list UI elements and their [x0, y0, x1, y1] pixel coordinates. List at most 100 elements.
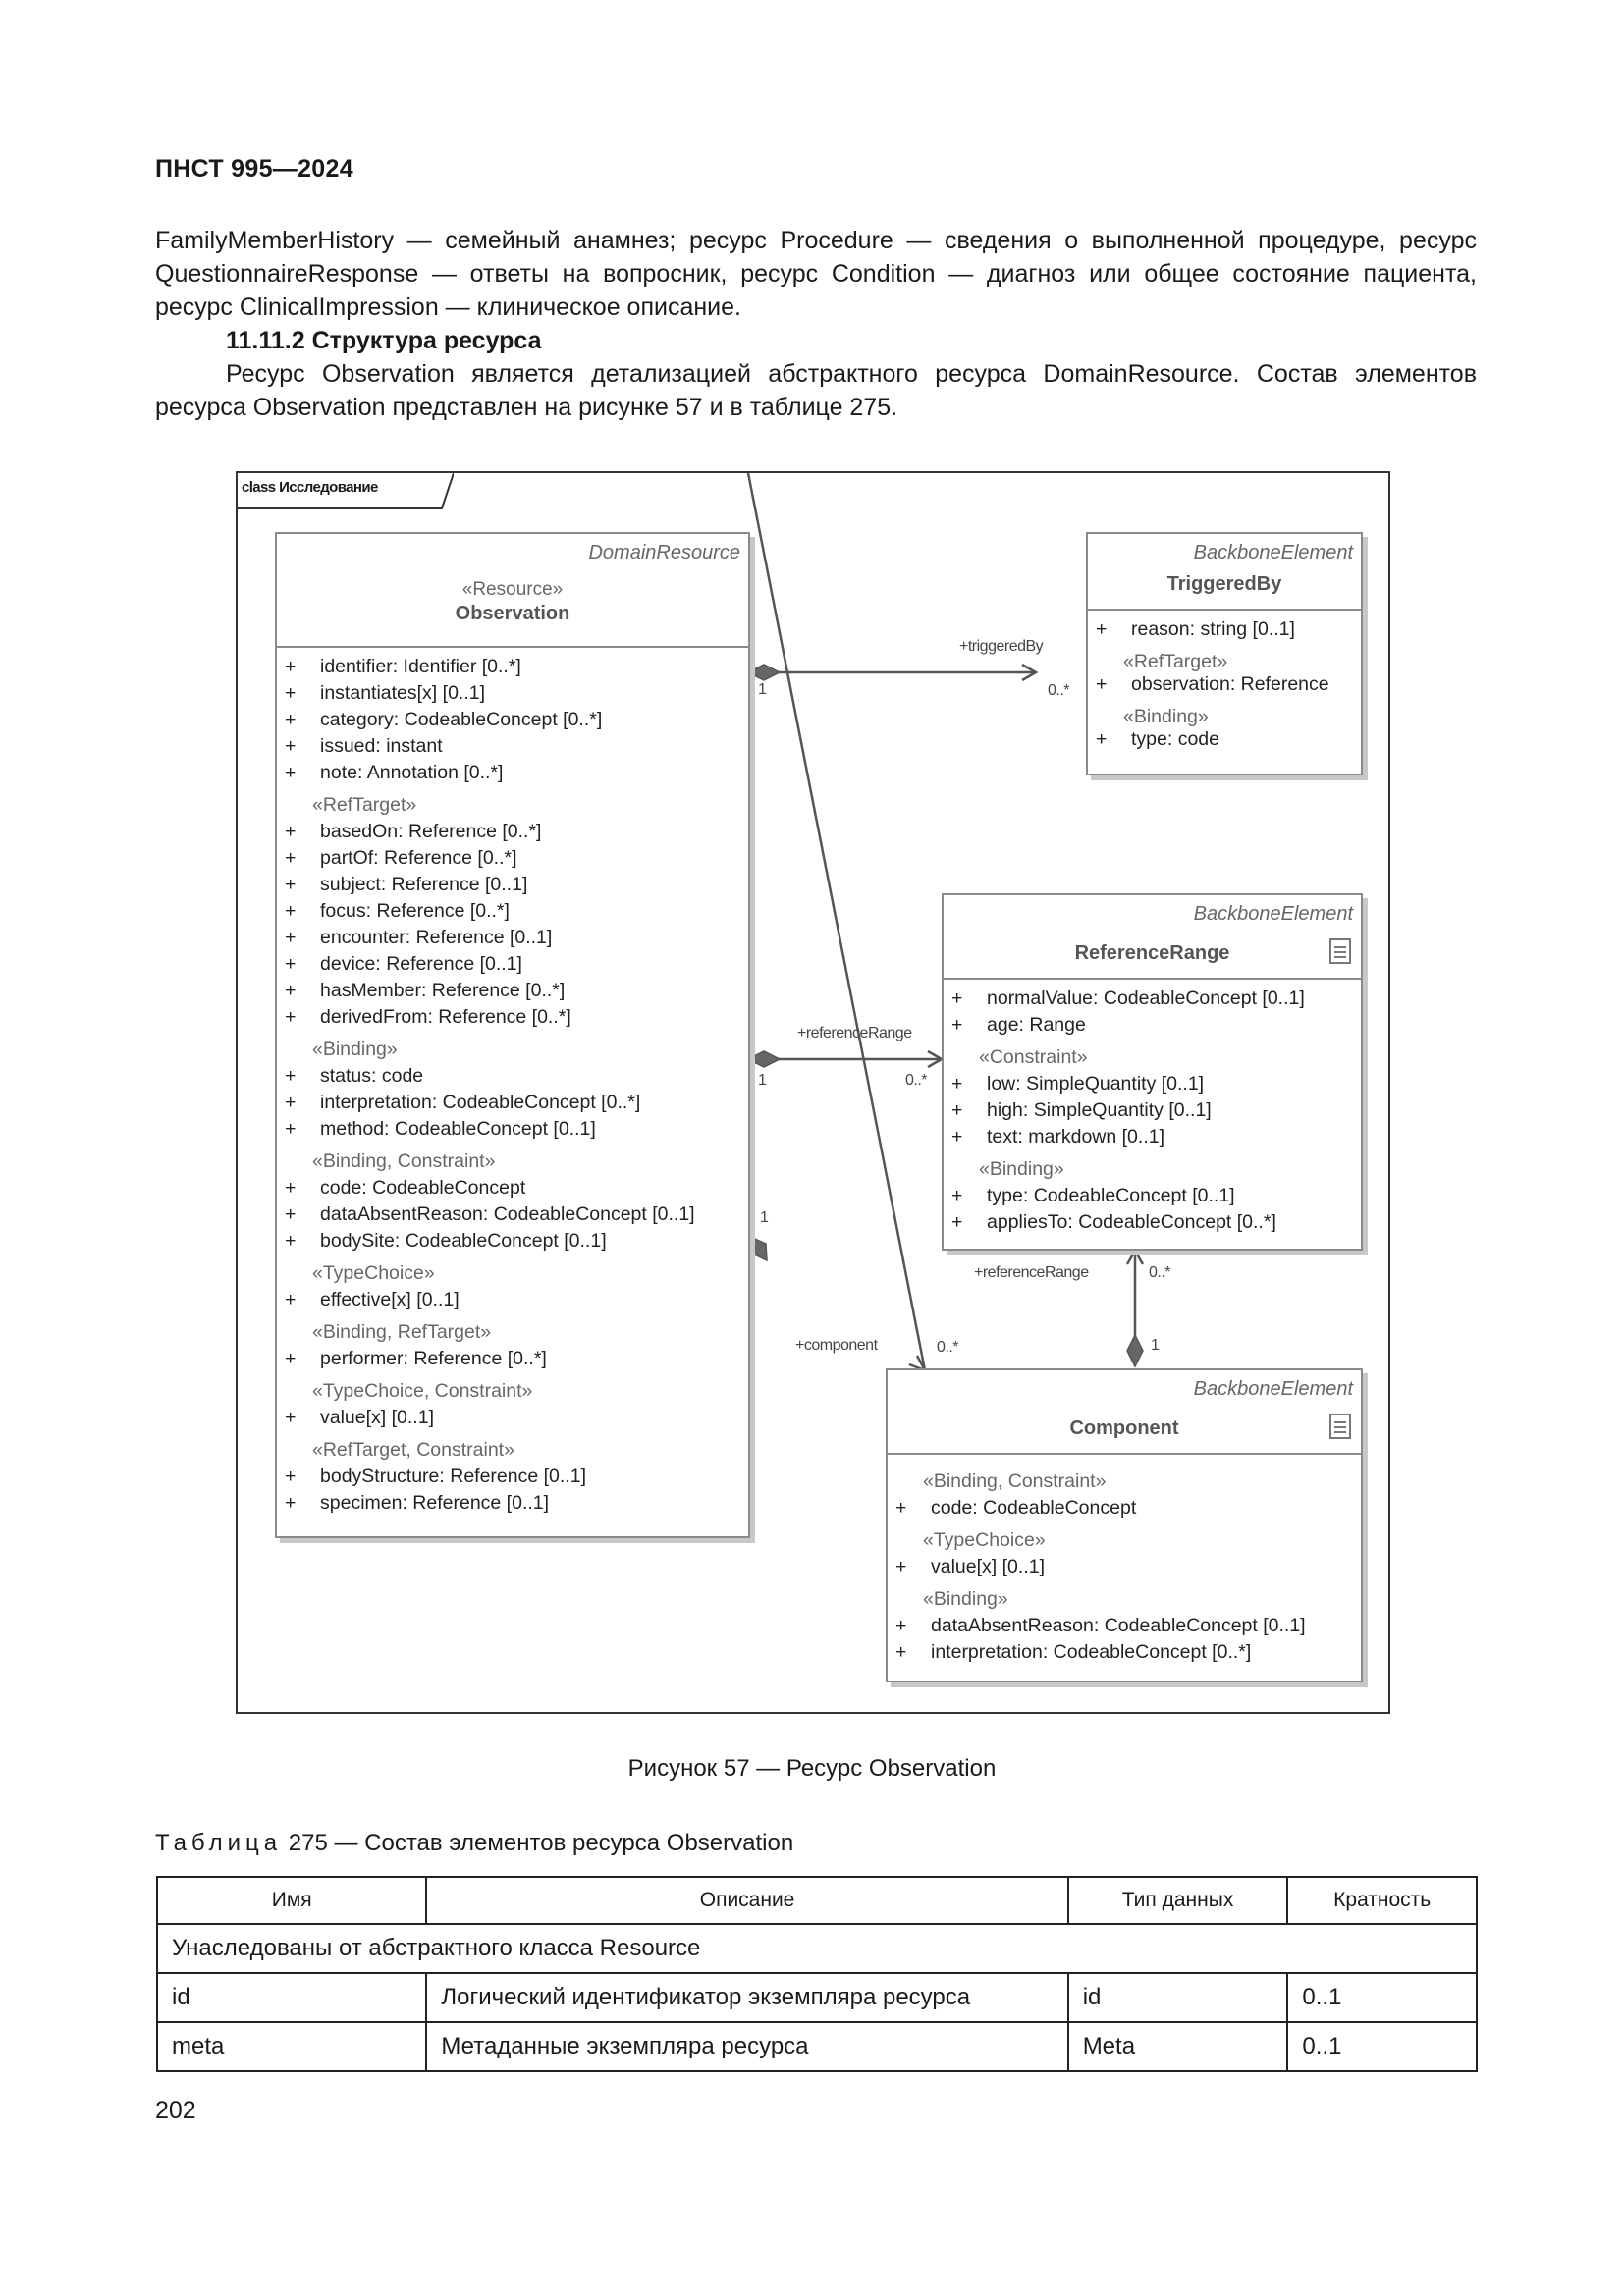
attr-row: +hasMember: Reference [0..*] — [285, 980, 566, 1001]
stereotype-label: «TypeChoice, Constraint» — [312, 1380, 533, 1402]
page-number: 202 — [155, 2097, 196, 2124]
component-attributes: «Binding, Constraint» +code: CodeableCon… — [888, 1455, 1361, 1672]
attr-row: +value[x] [0..1] — [895, 1556, 1045, 1577]
attr-row: +dataAbsentReason: CodeableConcept [0..1… — [895, 1615, 1306, 1636]
header-description: Описание — [425, 1876, 1069, 1925]
stereotype-label: «TypeChoice» — [312, 1262, 435, 1284]
aggregation-diamond-component-reference-range — [1126, 1333, 1144, 1368]
header-data-type: Тип данных — [1066, 1876, 1289, 1925]
observation-name: Observation — [455, 603, 570, 624]
cell-multiplicity: 0..1 — [1286, 2021, 1478, 2072]
stereotype-label: «Binding» — [923, 1588, 1008, 1610]
observation-parent: DomainResource — [588, 542, 740, 563]
table-header-row: Имя Описание Тип данных Кратность — [155, 1876, 1478, 1925]
reference-range-attributes: +normalValue: CodeableConcept [0..1] +ag… — [944, 980, 1361, 1242]
class-reference-range: BackboneElement ReferenceRange +normalVa… — [942, 893, 1363, 1251]
role-label-reference-range: +referenceRange — [797, 1025, 912, 1041]
class-observation: DomainResource «Resource» Observation +i… — [275, 532, 750, 1538]
aggregation-diamond-triggered-by — [746, 664, 782, 681]
attr-row: +issued: instant — [285, 735, 443, 757]
attr-row: +basedOn: Reference [0..*] — [285, 821, 542, 842]
stereotype-label: «Constraint» — [979, 1046, 1088, 1068]
association-lines — [746, 473, 1145, 1373]
attr-row: +appliesTo: CodeableConcept [0..*] — [951, 1211, 1276, 1233]
attr-row: +derivedFrom: Reference [0..*] — [285, 1006, 571, 1028]
table-row: id Логический идентификатор экземпляра р… — [155, 1972, 1478, 2023]
section-heading: 11.11.2 Структура ресурса — [226, 327, 542, 354]
attr-row: +device: Reference [0..1] — [285, 953, 522, 975]
attr-row: +partOf: Reference [0..*] — [285, 847, 517, 869]
mult-target-reference-range: 0..* — [905, 1072, 928, 1089]
mult-source-triggered-by: 1 — [758, 681, 767, 698]
frame-title: class Исследование — [242, 479, 378, 496]
uml-figure: class Исследование DomainResource «Resou… — [236, 471, 1390, 1714]
elements-table: Имя Описание Тип данных Кратность Унасле… — [155, 1876, 1478, 2072]
reference-range-parent: BackboneElement — [1193, 903, 1353, 925]
class-triggered-by: BackboneElement TriggeredBy +reason: str… — [1086, 532, 1363, 775]
cell-description: Метаданные экземпляра ресурса — [425, 2021, 1069, 2072]
document-id: ПНСТ 995—2024 — [155, 155, 353, 183]
attr-row: +reason: string [0..1] — [1096, 618, 1295, 640]
attr-row: +identifier: Identifier [0..*] — [285, 656, 521, 677]
attr-row: +normalValue: CodeableConcept [0..1] — [951, 988, 1305, 1009]
stereotype-label: «Binding, Constraint» — [923, 1470, 1107, 1492]
attr-row: +encounter: Reference [0..1] — [285, 927, 553, 948]
attr-row: +bodySite: CodeableConcept [0..1] — [285, 1230, 607, 1252]
stereotype-label: «TypeChoice» — [923, 1529, 1046, 1551]
attr-row: +specimen: Reference [0..1] — [285, 1492, 550, 1514]
stereotype-label: «Binding» — [979, 1158, 1064, 1180]
cell-data-type: id — [1066, 1972, 1289, 2023]
stereotype-label: «Binding, Constraint» — [312, 1150, 496, 1172]
frame-tab — [238, 473, 454, 509]
role-label-component: +component — [795, 1337, 878, 1354]
stereotype-label: «RefTarget» — [1123, 651, 1228, 672]
paragraph-structure: Ресурс Observation является детализацией… — [155, 360, 1477, 421]
attr-row: +high: SimpleQuantity [0..1] — [951, 1099, 1212, 1121]
cell-multiplicity: 0..1 — [1286, 1972, 1478, 2023]
arrow-head-component-reference-range — [1125, 1248, 1145, 1265]
observation-attributes: +identifier: Identifier [0..*] +instanti… — [277, 648, 748, 1522]
aggregation-diamond-reference-range — [746, 1050, 782, 1068]
attr-row: +instantiates[x] [0..1] — [285, 682, 486, 704]
triggered-by-name: TriggeredBy — [1166, 573, 1282, 595]
stereotype-label: «RefTarget, Constraint» — [312, 1439, 514, 1461]
attr-row: +type: CodeableConcept [0..1] — [951, 1185, 1235, 1206]
attr-row: +text: markdown [0..1] — [951, 1126, 1164, 1148]
component-parent: BackboneElement — [1193, 1378, 1353, 1400]
attr-row: +age: Range — [951, 1014, 1086, 1036]
aggregation-diamond-component — [747, 1234, 768, 1262]
triggered-by-parent: BackboneElement — [1193, 542, 1353, 563]
cell-name: id — [155, 1972, 428, 2023]
mult-source-component: 1 — [760, 1209, 769, 1226]
header-multiplicity: Кратность — [1286, 1876, 1478, 1925]
table-row: meta Метаданные экземпляра ресурса Meta … — [155, 2021, 1478, 2072]
class-component: BackboneElement Component «Binding, Cons… — [886, 1368, 1363, 1682]
stereotype-label: «Binding, RefTarget» — [312, 1321, 492, 1343]
table-caption: Таблица 275 — Состав элементов ресурса O… — [155, 1830, 794, 1856]
attr-row: +value[x] [0..1] — [285, 1407, 434, 1428]
attr-row: +bodyStructure: Reference [0..1] — [285, 1466, 586, 1487]
mult-target-component-reference-range: 0..* — [1149, 1264, 1171, 1281]
attr-row: +observation: Reference — [1096, 673, 1329, 695]
reference-range-name: ReferenceRange — [1074, 942, 1230, 964]
attr-row: +note: Annotation [0..*] — [285, 762, 504, 783]
stereotype-label: «Binding» — [312, 1039, 398, 1060]
attr-row: +interpretation: CodeableConcept [0..*] — [285, 1092, 641, 1113]
attr-row: +subject: Reference [0..1] — [285, 874, 528, 895]
attr-row: +code: CodeableConcept — [285, 1177, 526, 1199]
link-component — [746, 473, 927, 1371]
attr-row: +status: code — [285, 1065, 424, 1087]
attr-row: +type: code — [1096, 728, 1219, 750]
arrow-head-triggered-by — [1021, 663, 1039, 682]
attr-row: +interpretation: CodeableConcept [0..*] — [895, 1641, 1252, 1663]
note-icon — [1329, 1414, 1351, 1439]
table-section-row: Унаследованы от абстрактного класса Reso… — [156, 1923, 1478, 1974]
attr-row: +performer: Reference [0..*] — [285, 1348, 547, 1369]
stereotype-label: «RefTarget» — [312, 794, 417, 816]
mult-target-triggered-by: 0..* — [1048, 682, 1070, 699]
attr-row: +effective[x] [0..1] — [285, 1289, 460, 1310]
cell-description: Логический идентификатор экземпляра ресу… — [425, 1972, 1069, 2023]
attr-row: +focus: Reference [0..*] — [285, 900, 510, 922]
attr-row: +category: CodeableConcept [0..*] — [285, 709, 603, 730]
cell-data-type: Meta — [1066, 2021, 1289, 2072]
